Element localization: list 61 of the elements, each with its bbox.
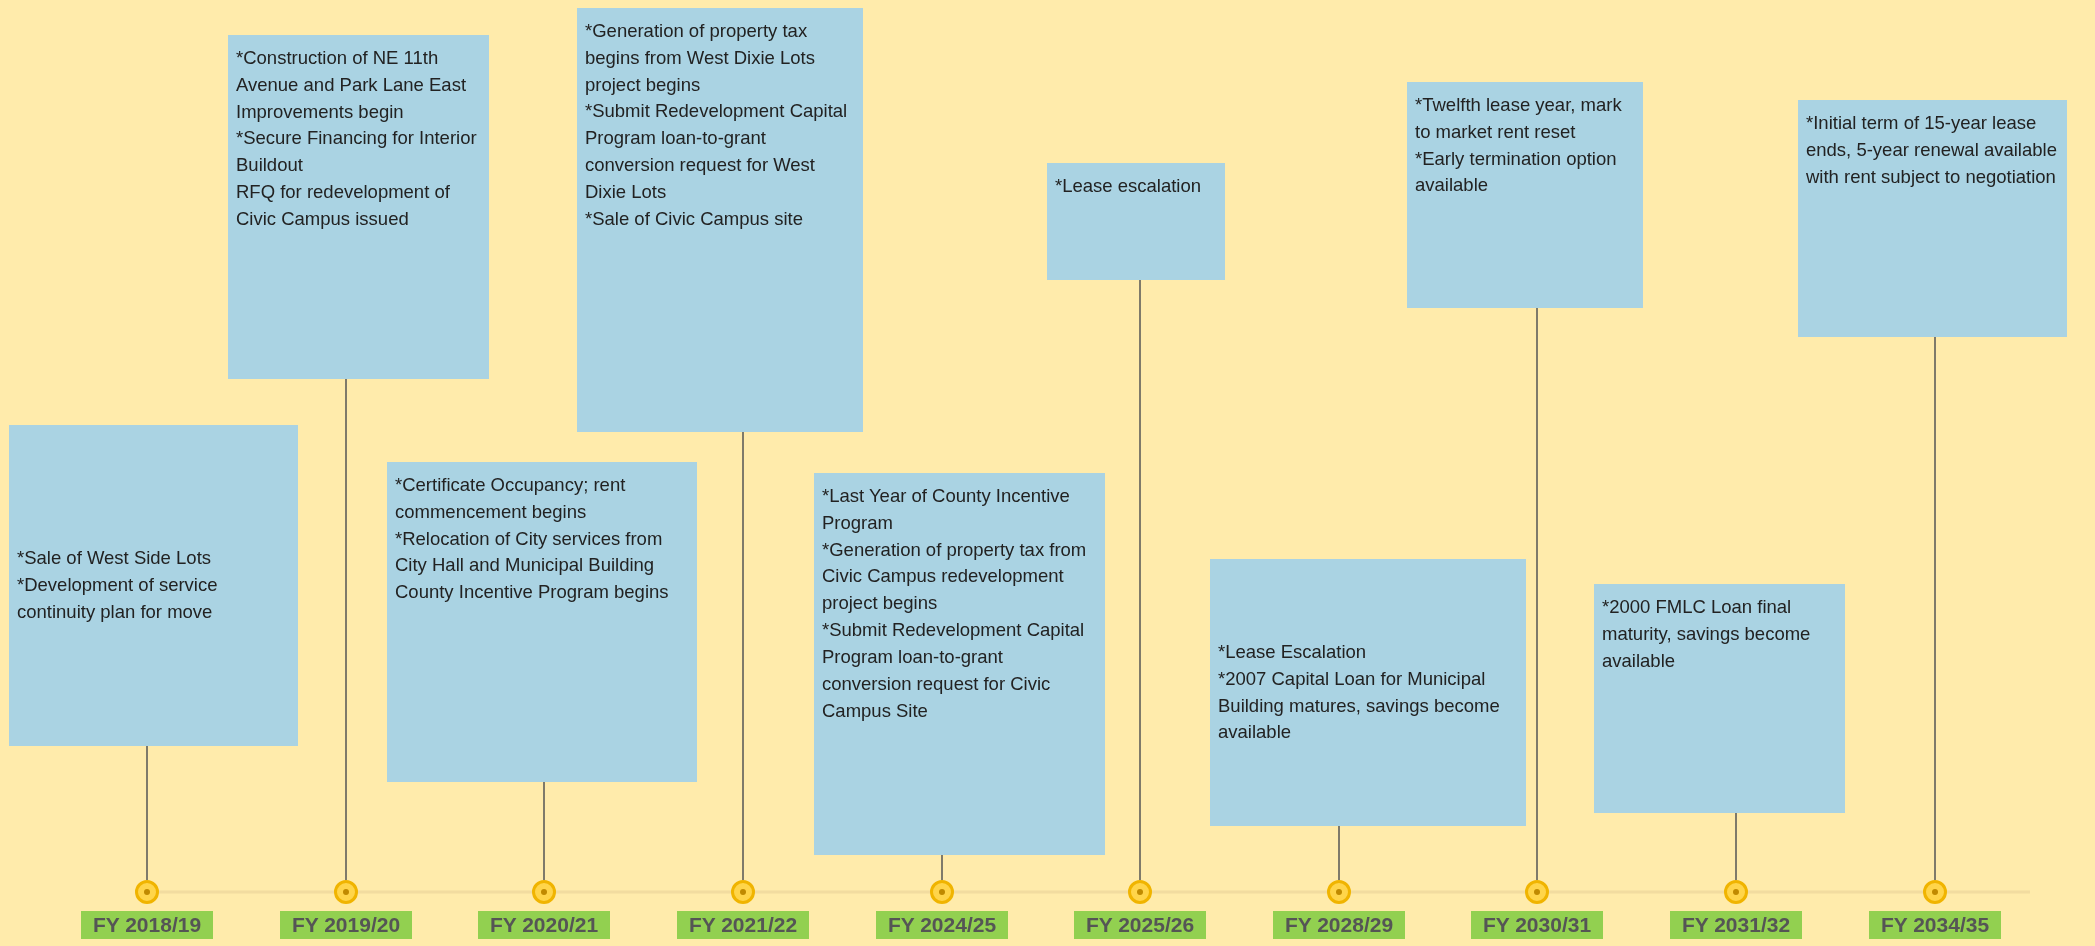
event-box xyxy=(387,462,697,782)
event-box xyxy=(1594,584,1845,813)
timeline-marker xyxy=(1923,880,1947,904)
year-label: FY 2031/32 xyxy=(1670,911,1802,939)
event-text: *Last Year of County Incentive Program xyxy=(822,484,1071,535)
timeline-marker xyxy=(135,880,159,904)
event-text: *2000 FMLC Loan final maturity, savings become available xyxy=(1602,595,1812,673)
event-box xyxy=(1407,82,1643,308)
event-box xyxy=(577,8,863,432)
year-label: FY 2024/25 xyxy=(876,911,1008,939)
event-box xyxy=(1798,100,2067,337)
event-box xyxy=(1047,163,1225,280)
event-text: *Early termination option available xyxy=(1415,146,1618,198)
year-label: FY 2021/22 xyxy=(677,911,809,939)
event-text: *Lease Escalation xyxy=(1218,639,1368,664)
connector-line xyxy=(146,745,148,881)
event-text: *2007 Capital Loan for Municipal Building matures, savings become available xyxy=(1218,666,1501,745)
event-text: *Generation of property tax from Civic Campus redevelopment project begins xyxy=(822,537,1088,616)
event-box xyxy=(9,425,298,746)
year-label: FY 2030/31 xyxy=(1471,911,1603,939)
timeline-marker xyxy=(1327,880,1351,904)
connector-line xyxy=(1536,307,1538,881)
event-text: *Submit Redevelopment Capital Program loan-to-grant conversion request for Civic Campus Site xyxy=(822,618,1086,723)
year-label: FY 2025/26 xyxy=(1074,911,1206,939)
event-box xyxy=(228,35,489,379)
event-text: *Certificate Occupancy; rent commencement begins xyxy=(395,473,627,524)
timeline-marker xyxy=(532,880,556,904)
year-label: FY 2018/19 xyxy=(81,911,213,939)
timeline-marker xyxy=(334,880,358,904)
year-label: FY 2020/21 xyxy=(478,911,610,939)
event-text: *Secure Financing for Interior Buildout xyxy=(236,126,478,178)
connector-line xyxy=(1139,279,1141,881)
timeline-marker xyxy=(1128,880,1152,904)
connector-line xyxy=(742,431,744,881)
event-text: RFQ for redevelopment of Civic Campus issued xyxy=(236,180,451,231)
connector-line xyxy=(1338,825,1340,881)
event-box xyxy=(1210,559,1526,826)
connector-line xyxy=(1934,336,1936,881)
timeline-marker xyxy=(1724,880,1748,904)
event-text: *Construction of NE 11th Avenue and Park Lane East Improvements begin xyxy=(236,46,468,124)
year-label: FY 2034/35 xyxy=(1869,911,2001,939)
timeline-marker xyxy=(731,880,755,904)
event-text: *Twelfth lease year, mark to market rent reset xyxy=(1415,93,1623,144)
year-label: FY 2028/29 xyxy=(1273,911,1405,939)
event-text: County Incentive Program begins xyxy=(395,580,670,605)
connector-line xyxy=(1735,812,1737,881)
event-text: *Relocation of City services from City Hall and Municipal Building xyxy=(395,526,664,578)
timeline-marker xyxy=(930,880,954,904)
year-label: FY 2019/20 xyxy=(280,911,412,939)
event-text: *Development of service continuity plan for move xyxy=(17,573,219,624)
connector-line xyxy=(345,378,347,881)
timeline-marker xyxy=(1525,880,1549,904)
event-text: *Submit Redevelopment Capital Program loan-to-grant conversion request for West Dixie Lots xyxy=(585,99,849,204)
event-text: *Lease escalation xyxy=(1055,174,1203,198)
connector-line xyxy=(941,854,943,881)
event-text: *Sale of West Side Lots xyxy=(17,546,212,571)
event-box xyxy=(814,473,1105,855)
event-text: *Generation of property tax begins from West Dixie Lots project begins xyxy=(585,19,816,97)
connector-line xyxy=(543,781,545,881)
event-text: *Initial term of 15-year lease ends, 5-year renewal available with rent subject to negotiation xyxy=(1806,111,2058,189)
event-text: *Sale of Civic Campus site xyxy=(585,206,804,231)
